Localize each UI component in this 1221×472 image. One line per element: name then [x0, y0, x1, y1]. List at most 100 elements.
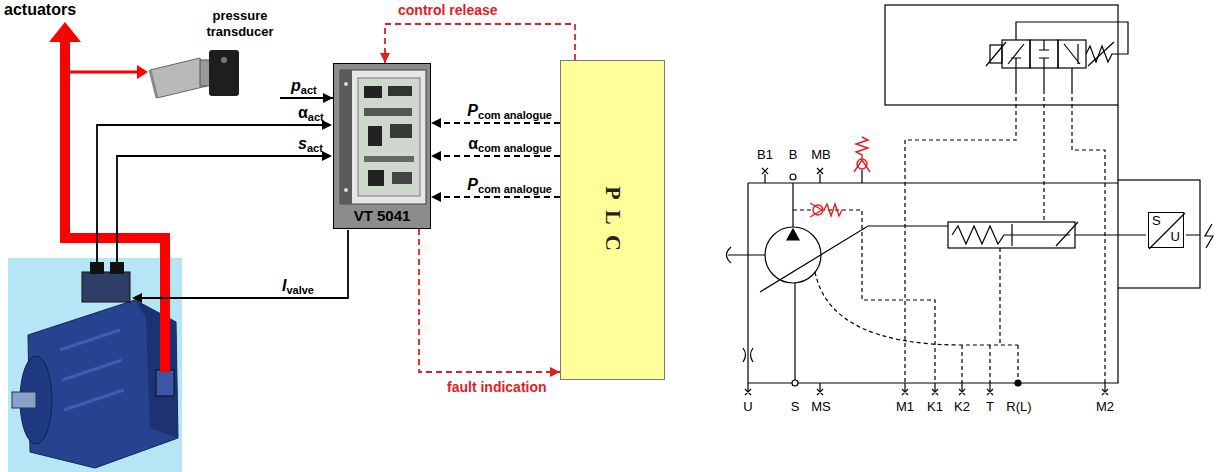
hydraulic-schematic: [792, 183, 793, 227]
hydraulic-schematic: [1012, 224, 1070, 246]
hydraulic-flow-arrow: [65, 40, 165, 372]
hydraulic-schematic: [765, 227, 821, 283]
sensor-box: SU: [1148, 212, 1184, 248]
signal-label: Pcom analogue: [437, 175, 552, 199]
control-card-part: [364, 86, 382, 98]
hydraulic-schematic: [815, 272, 1018, 345]
control-card-part: [388, 86, 412, 96]
pump-illustration: [8, 258, 182, 472]
hydraulic-schematic: [1205, 224, 1213, 248]
command-signal: [431, 196, 560, 198]
arrow-head: [132, 120, 332, 303]
control-card-part: [364, 156, 414, 162]
hydraulic-schematic: [1058, 40, 1086, 68]
pressure-transducer-part: [209, 50, 239, 96]
hydraulic-flow-arrow: [49, 22, 165, 372]
hydraulic-schematic: [999, 248, 1000, 345]
signal-label: sact: [298, 134, 323, 158]
port-label: S: [791, 400, 800, 415]
hydraulic-schematic: [787, 229, 799, 240]
control-card-part: [344, 82, 348, 86]
signal-label: fault indication: [447, 379, 547, 395]
hydraulic-schematic: [962, 345, 1018, 383]
control-card-part: [390, 124, 412, 138]
command-signal: [431, 155, 560, 157]
pressure-transducer-part: [221, 57, 227, 63]
hydraulic-schematic: [727, 5, 1214, 395]
sensor-box-label: U: [1149, 229, 1183, 245]
hydraulic-schematic: [1064, 44, 1080, 64]
arrow-head: [322, 151, 332, 161]
signal-label: Ivalve: [282, 276, 314, 300]
pressure-transducer-part: [200, 60, 210, 86]
pump-illustration: [90, 262, 104, 274]
pressure-transducer-label: pressure transducer: [200, 8, 280, 39]
pump-illustration: [60, 330, 124, 410]
hydraulic-schematic: [885, 5, 1118, 105]
hydraulic-schematic: [1118, 180, 1200, 288]
hydraulic-schematic: [1016, 68, 1072, 90]
port-label: R(L): [1006, 400, 1031, 415]
hydraulic-flow-arrow: [137, 65, 148, 79]
plc-box-label: P L C: [599, 186, 625, 254]
pump-illustration: [82, 272, 130, 302]
command-signal: [431, 122, 560, 124]
hydraulic-schematic: [1016, 22, 1128, 54]
hydraulic-schematic: [1088, 42, 1114, 66]
control-card-part: [368, 126, 382, 146]
hydraulic-schematic: [952, 226, 1012, 244]
hydraulic-schematic: [1015, 380, 1021, 386]
hydraulic-schematic: [748, 383, 1105, 392]
signal-label: Pcom analogue: [437, 101, 552, 125]
signal-arrow: [280, 97, 333, 99]
pump-illustration: [110, 262, 124, 274]
control-card-part: [340, 70, 352, 204]
pump-illustration: [135, 300, 178, 438]
check-valve: [810, 137, 870, 217]
hydraulic-schematic: [948, 222, 1075, 248]
hydraulic-schematic: [745, 389, 1108, 395]
pressure-transducer: pressure transducer: [145, 8, 280, 108]
signal-wire: [97, 125, 322, 262]
signal-wire: [97, 125, 348, 298]
sensor-box-label: S: [1149, 213, 1183, 229]
control-card-part: [392, 172, 412, 184]
hydraulic-schematic: [905, 90, 1016, 383]
port-label: T: [986, 400, 994, 415]
check-valve: [810, 203, 822, 217]
check-valve: [856, 137, 868, 159]
control-card: VT 5041: [333, 63, 431, 229]
port-label: MS: [811, 400, 831, 415]
control-card-label: VT 5041: [354, 207, 411, 225]
signal-label: αcom analogue: [437, 134, 552, 158]
hydraulic-schematic: [1043, 90, 1044, 222]
hydraulic-schematic: [790, 174, 796, 180]
hydraulic-schematic: [792, 380, 798, 386]
hydraulic-schematic: [1072, 90, 1105, 383]
hydraulic-schematic: [794, 283, 795, 383]
pressure-transducer-part: [150, 58, 207, 98]
port-label: K2: [954, 400, 970, 415]
pump-illustration: [12, 392, 36, 408]
port-label: K1: [927, 400, 943, 415]
fault-signal: [419, 229, 560, 372]
port-label: M1: [896, 400, 914, 415]
hydraulic-schematic: [1056, 222, 1078, 246]
hydraulic-schematic: [762, 168, 768, 183]
control-card-part: [368, 170, 384, 186]
hydraulic-schematic: [793, 90, 1105, 383]
release-signal: [385, 24, 575, 63]
port-label: B1: [757, 148, 773, 163]
hydraulic-schematic: [748, 105, 1118, 383]
hydraulic-schematic: [986, 42, 1006, 66]
pump-illustration: [8, 258, 182, 472]
hydraulic-schematic: [760, 226, 948, 292]
control-card-part: [364, 108, 412, 116]
port-label: MB: [811, 148, 831, 163]
control-card-part: [340, 70, 426, 204]
hydraulic-schematic: [1002, 40, 1030, 68]
connector-group: [280, 24, 575, 372]
hydraulic-flow-arrow: [49, 22, 81, 42]
signal-wire: [117, 156, 322, 262]
